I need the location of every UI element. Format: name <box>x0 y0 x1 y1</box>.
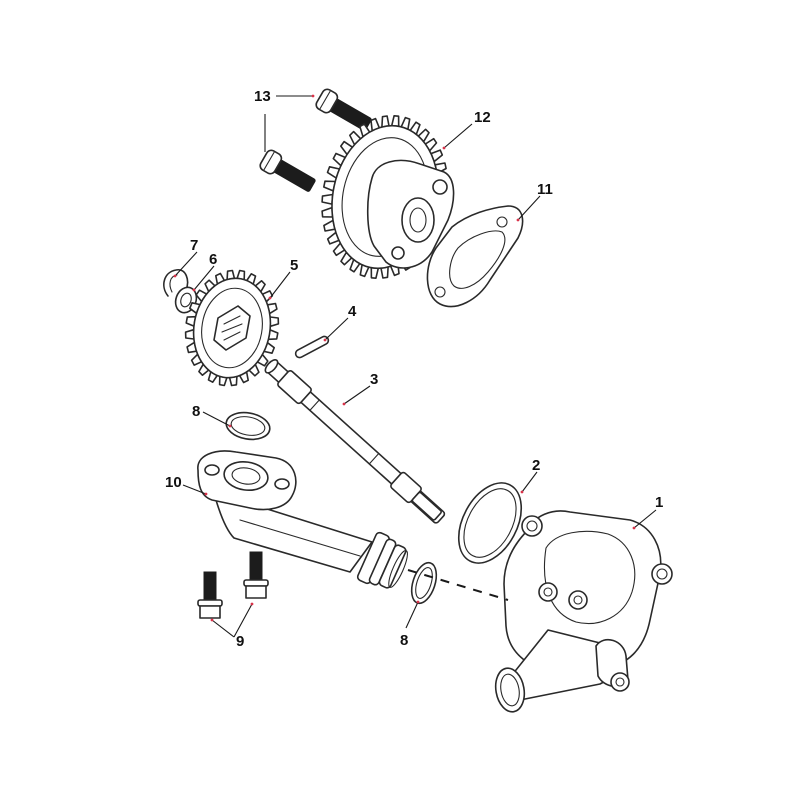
leader-dot <box>204 492 208 496</box>
part-3-shaft <box>264 359 446 524</box>
part-2-o-ring-large <box>457 482 523 564</box>
callout-8-lower: 8 <box>400 632 408 649</box>
callout-11: 11 <box>537 181 553 198</box>
callout-12: 12 <box>474 109 491 126</box>
leader-dot <box>228 424 232 428</box>
part-13-bolts <box>259 88 372 192</box>
part-5-gear <box>184 269 280 387</box>
leader-dot <box>173 274 177 278</box>
callout-5: 5 <box>290 257 298 274</box>
part-9-flange-bolts <box>197 551 269 619</box>
part-12-drive-gear-assembly <box>321 115 455 279</box>
callout-3: 3 <box>370 371 378 388</box>
part-1-pump-housing <box>494 510 673 713</box>
part-10-outlet-pipe <box>197 450 408 589</box>
part-8-o-ring-upper <box>225 411 271 441</box>
gear-tooth <box>269 316 280 328</box>
leader-dot <box>342 402 346 406</box>
callout-6: 6 <box>209 251 217 268</box>
callout-2: 2 <box>532 457 540 474</box>
leader-dot <box>210 618 214 622</box>
callout-10: 10 <box>165 474 182 491</box>
leader-dot <box>520 490 524 494</box>
leader-lines <box>174 95 657 638</box>
part-11-gasket <box>426 205 524 308</box>
leader-dot <box>516 218 520 222</box>
callout-4: 4 <box>348 303 357 320</box>
leader-dot <box>311 94 315 98</box>
callout-1: 1 <box>655 494 663 511</box>
callout-7: 7 <box>190 237 198 254</box>
leader-dot <box>268 296 272 300</box>
callout-9: 9 <box>236 633 244 650</box>
gear-tooth <box>390 115 400 128</box>
callout-8-upper: 8 <box>192 403 200 420</box>
gear-tooth <box>321 206 334 218</box>
leader-dot <box>250 602 254 606</box>
part-4-pin <box>294 335 330 359</box>
gear-tooth <box>370 266 380 279</box>
gear-tooth <box>321 193 334 205</box>
leader-dots <box>173 94 636 622</box>
part-8-o-ring-lower <box>410 561 438 605</box>
callout-13: 13 <box>254 88 271 105</box>
leader-dot <box>323 338 327 342</box>
leader-dot <box>192 288 196 292</box>
leader-dot <box>632 526 636 530</box>
leader-dot <box>442 146 446 150</box>
leader-dot <box>416 600 420 604</box>
alignment-dash-line <box>407 569 509 601</box>
gear-tooth <box>184 328 195 340</box>
callout-labels: 13 12 11 7 6 5 4 3 8 2 10 1 8 9 <box>165 88 663 650</box>
